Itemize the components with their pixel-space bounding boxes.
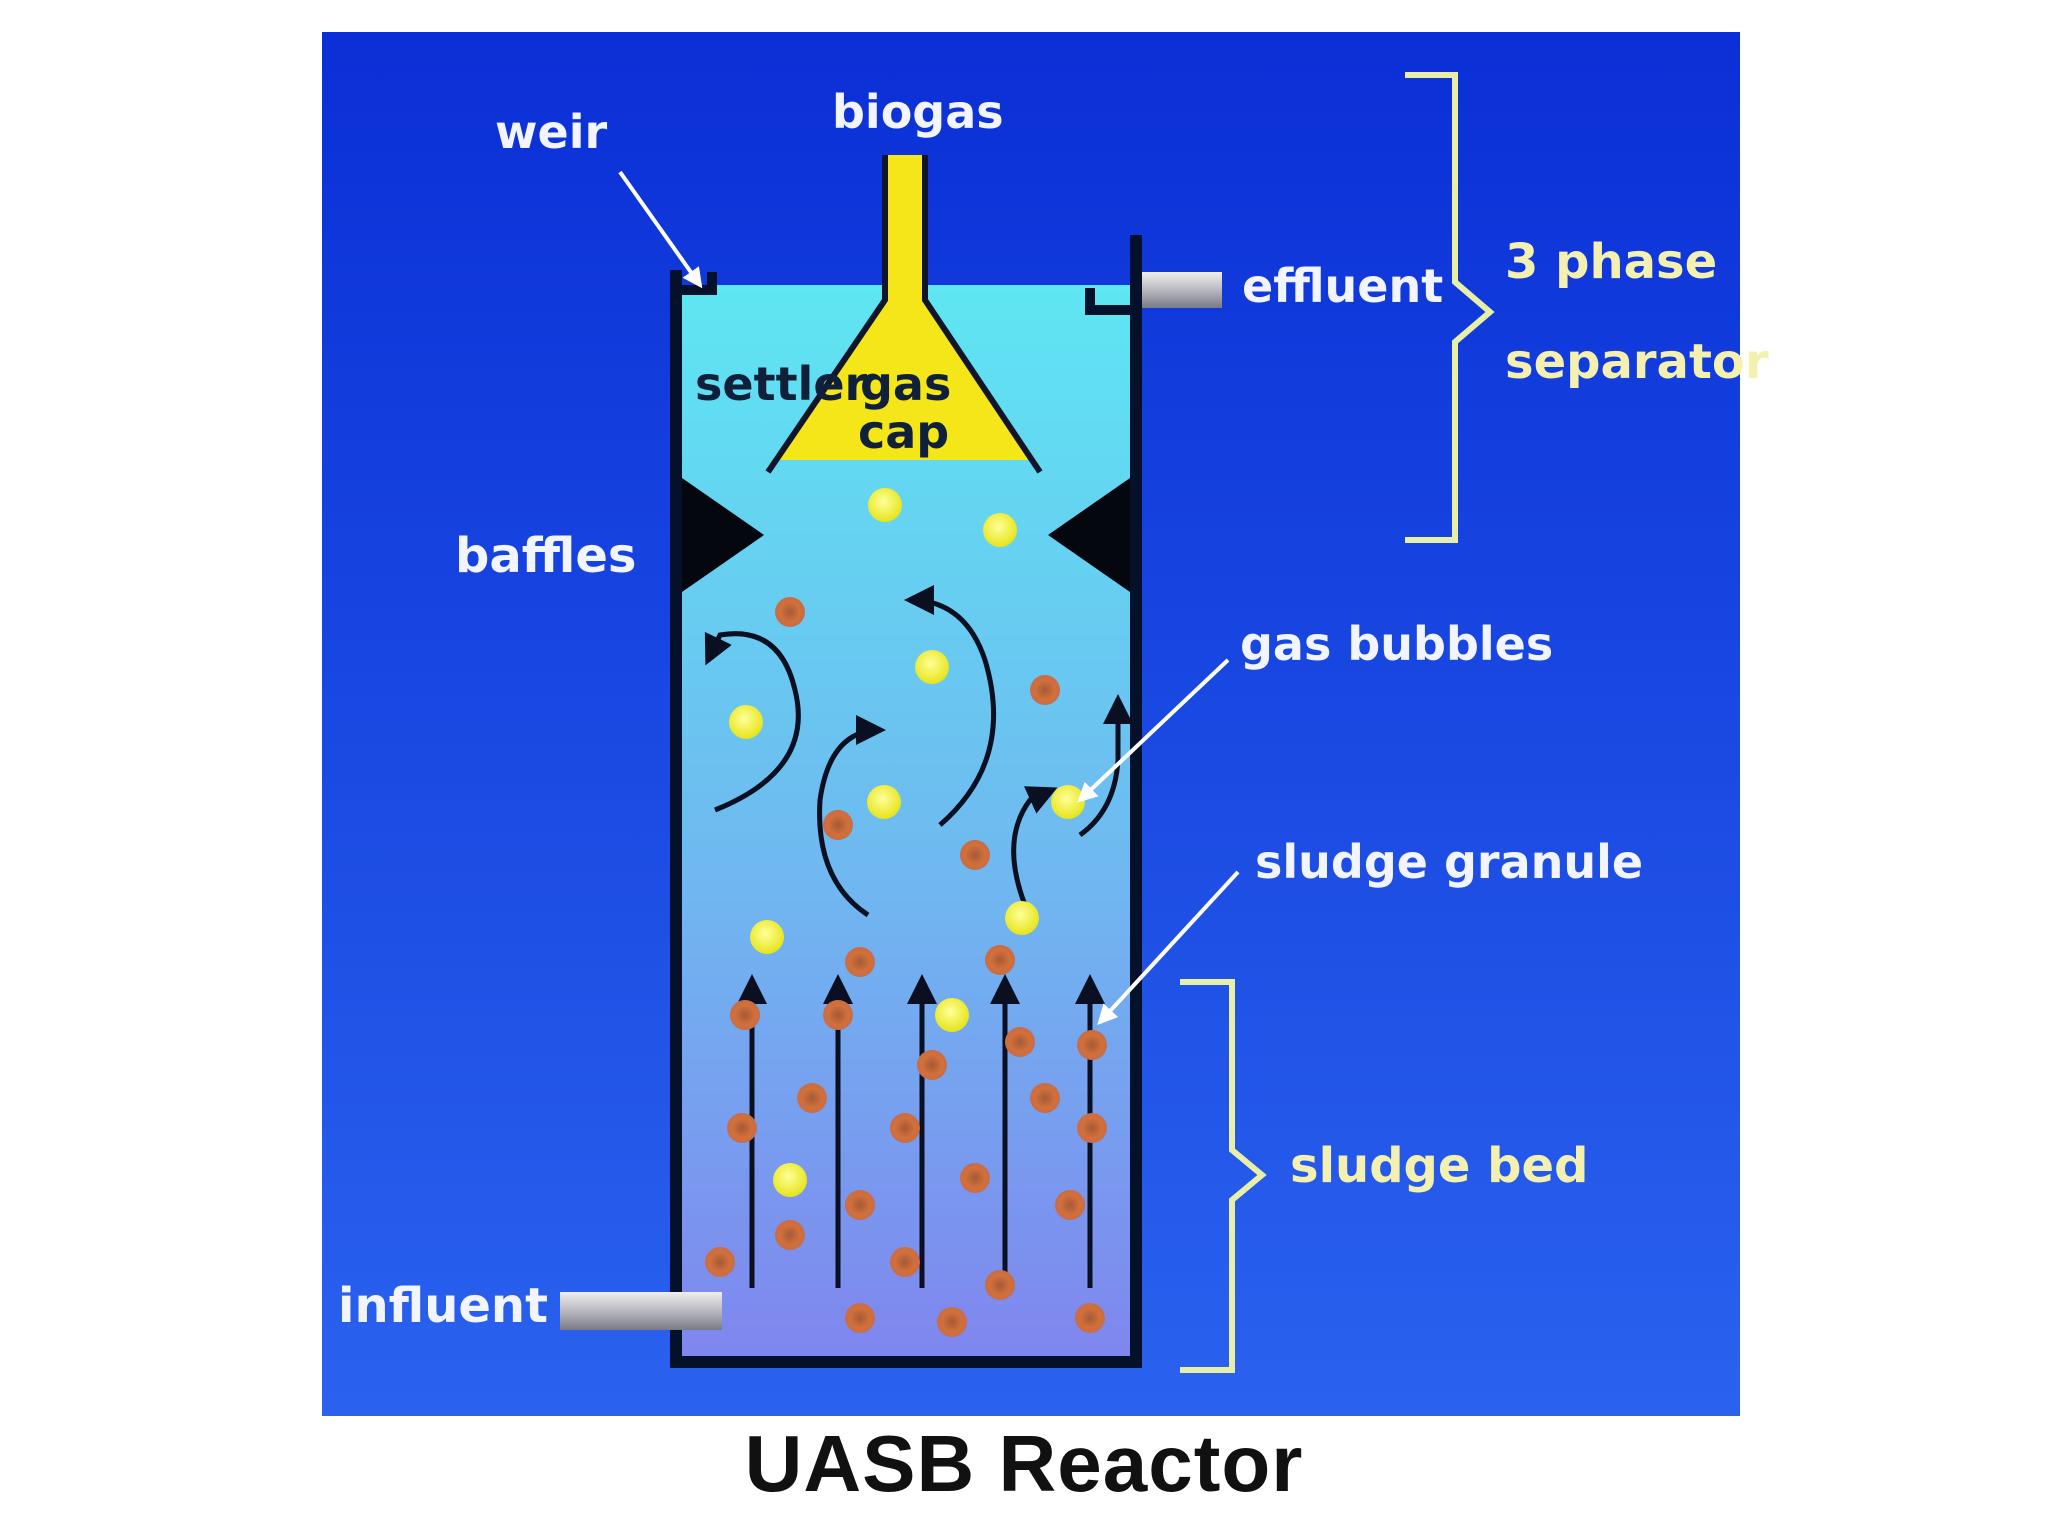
sludge-granule <box>1030 675 1060 705</box>
gas-bubble <box>983 513 1017 547</box>
sludge-granule <box>797 1083 827 1113</box>
reactor-liquid <box>680 285 1132 1357</box>
baffle-right <box>1048 478 1130 592</box>
influent-pipe[interactable] <box>560 1292 722 1330</box>
sludge-granule <box>845 947 875 977</box>
circulation-arrow <box>817 715 886 918</box>
gas-bubble <box>750 920 784 954</box>
gas-bubble <box>1005 901 1039 935</box>
sludge-granule <box>727 1113 757 1143</box>
circulation-arrow <box>904 585 997 827</box>
sludge-granule <box>730 1000 760 1030</box>
gas-cap-funnel <box>775 155 1035 460</box>
sludge-granule <box>823 810 853 840</box>
sludge-granule <box>960 1163 990 1193</box>
sludge-granule <box>1077 1113 1107 1143</box>
sludge-bed-bracket <box>1180 979 1267 1373</box>
sludge-granules <box>705 597 1107 1337</box>
sludge-granule <box>845 1190 875 1220</box>
label-baffles: baffles <box>455 528 636 584</box>
sludge-granule <box>705 1247 735 1277</box>
gas-cap <box>765 155 1043 474</box>
sludge-granule <box>775 1220 805 1250</box>
label-settler: settler <box>695 357 868 411</box>
sludge-granule <box>917 1050 947 1080</box>
sludge-granule <box>985 1270 1015 1300</box>
sludge-granule <box>775 597 805 627</box>
sludge-granule <box>890 1113 920 1143</box>
sludge-granule <box>937 1307 967 1337</box>
gas-bubble <box>1051 785 1085 819</box>
label-gas-cap-line2: cap <box>858 405 949 459</box>
label-effluent: effluent <box>1242 259 1443 313</box>
label-gas-cap-line1: gas <box>860 357 951 411</box>
sludge-granule <box>1030 1083 1060 1113</box>
effluent-pipe[interactable] <box>1142 272 1222 308</box>
gas-bubbles-pointer <box>1077 658 1230 803</box>
sludge-granule <box>823 1000 853 1030</box>
label-influent: influent <box>338 1278 548 1334</box>
sludge-granule <box>1055 1190 1085 1220</box>
weir-right <box>1085 288 1136 315</box>
sludge-granule <box>960 840 990 870</box>
diagram-caption: UASB Reactor <box>744 1419 1304 1508</box>
gas-bubble <box>868 488 902 522</box>
label-sludge-bed: sludge bed <box>1290 1138 1588 1194</box>
label-biogas: biogas <box>832 85 1004 139</box>
circulation-arrow <box>1011 786 1058 906</box>
label-gas-bubbles: gas bubbles <box>1240 617 1553 671</box>
reactor <box>670 235 1142 1368</box>
label-sludge-granule: sludge granule <box>1255 835 1643 889</box>
weir-left <box>676 272 717 295</box>
gas-bubble <box>729 705 763 739</box>
sludge-granule <box>845 1303 875 1333</box>
sludge-granule <box>1077 1030 1107 1060</box>
gas-cap-outline <box>765 155 1043 474</box>
sludge-granule <box>1005 1027 1035 1057</box>
baffle-left <box>682 478 764 592</box>
three-phase-bracket <box>1405 72 1495 543</box>
weir-pointer <box>618 170 703 289</box>
sludge-granule <box>985 945 1015 975</box>
circulation-arrows <box>704 585 1133 918</box>
gas-bubble <box>773 1163 807 1197</box>
label-weir: weir <box>495 105 607 159</box>
gas-bubbles <box>729 488 1085 1197</box>
pointer-arrows <box>618 170 1240 1025</box>
sludge-granule <box>1075 1303 1105 1333</box>
label-three-phase-line2: separator <box>1505 334 1769 390</box>
circulation-arrow <box>704 631 801 813</box>
label-three-phase-line1: 3 phase <box>1505 234 1717 290</box>
sludge-granule <box>890 1247 920 1277</box>
gas-bubble <box>935 998 969 1032</box>
sludge-granule-pointer <box>1097 870 1240 1025</box>
gas-bubble <box>915 650 949 684</box>
gas-bubble <box>867 785 901 819</box>
